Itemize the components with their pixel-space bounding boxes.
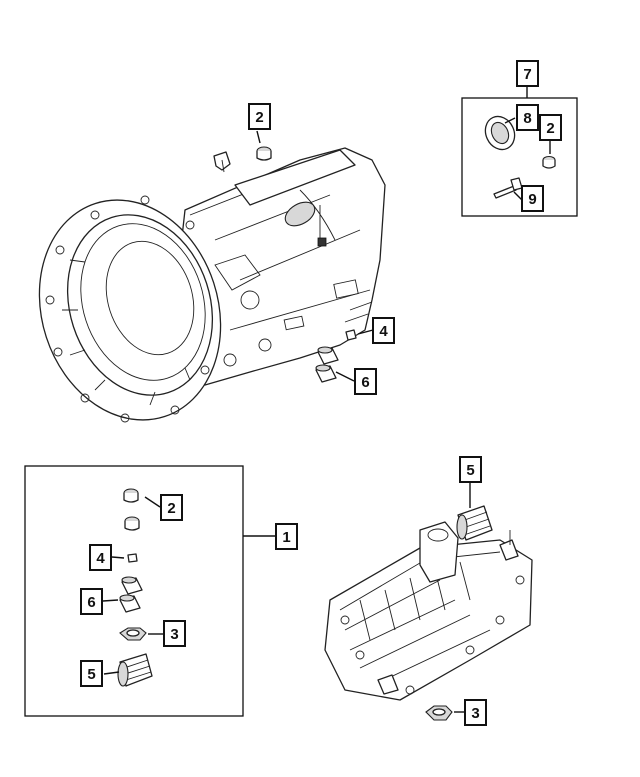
callout-9: 9 [521,185,544,212]
callout-2-inset: 2 [539,114,562,141]
callout-6-right: 6 [354,368,377,395]
callout-2-inset-label: 2 [546,120,554,137]
plug-inset-2 [542,155,556,169]
kit-solenoid-5 [117,653,153,687]
callout-6-kit-label: 6 [87,594,95,611]
bolt-item-9 [493,177,523,199]
callout-2-kit-label: 2 [167,500,175,517]
callout-5-right: 5 [459,456,482,483]
callout-4-right-label: 4 [379,323,388,340]
callout-8: 8 [516,104,539,131]
callout-3-kit: 3 [163,620,186,647]
callout-4-kit-label: 4 [96,550,105,567]
kit-fitting-6 [119,576,143,613]
callout-7: 7 [516,60,539,87]
callout-2-top-label: 2 [255,109,263,126]
callout-9-label: 9 [528,191,536,208]
fitting-item-6-right [315,346,339,383]
callout-3-kit-label: 3 [170,626,178,643]
callout-6-kit: 6 [80,588,103,615]
kit-frame-1 [24,465,244,717]
callout-5-kit: 5 [80,660,103,687]
nut-item-3-right [425,705,453,721]
plug-top [256,146,272,161]
callout-4-right: 4 [372,317,395,344]
callout-8-label: 8 [523,110,531,127]
kit-plug-2b [124,516,140,531]
callout-6-right-label: 6 [361,374,369,391]
callout-2-top: 2 [248,103,271,130]
kit-plug-4 [127,553,138,563]
callout-1: 1 [275,523,298,550]
inset-frame-7 [461,97,578,217]
callout-2-kit: 2 [160,494,183,521]
callout-3-right: 3 [464,699,487,726]
callout-3-right-label: 3 [471,705,479,722]
kit-plug-2a [123,488,139,503]
callout-1-label: 1 [282,529,290,546]
callout-7-label: 7 [523,66,531,83]
solenoid-item-5-right [456,505,493,541]
kit-nut-3 [119,627,147,641]
callout-5-right-label: 5 [466,462,474,479]
callout-4-kit: 4 [89,544,112,571]
plug-item-4-right [345,329,357,341]
dowel-pin [213,151,231,173]
seal-item-8 [484,115,516,151]
callout-5-kit-label: 5 [87,666,95,683]
valve-body [324,521,533,701]
transmission-case [38,147,386,423]
